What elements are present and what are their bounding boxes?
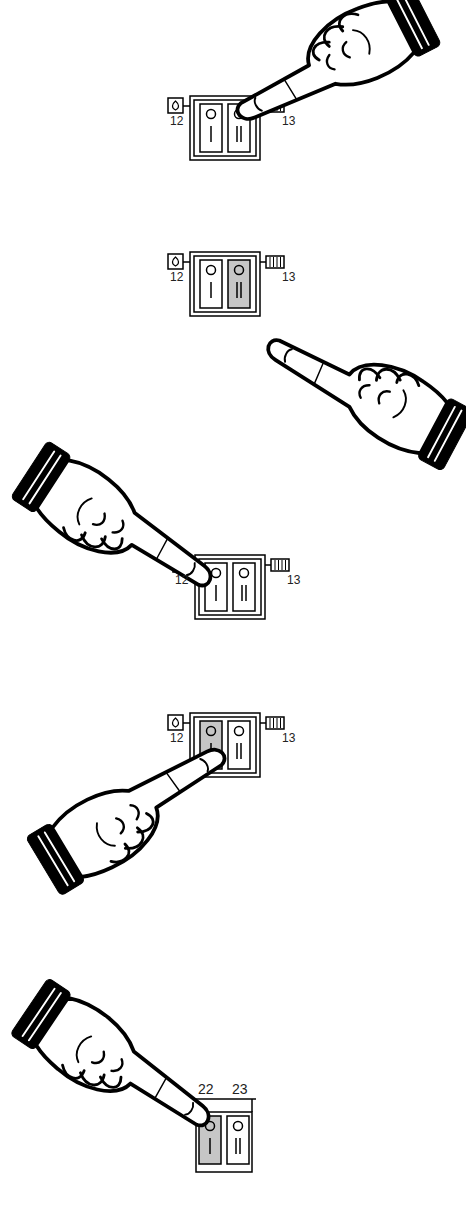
callout-number: 13 bbox=[282, 114, 295, 128]
callout-number: 12 bbox=[170, 731, 183, 745]
switch-panel bbox=[168, 252, 284, 316]
pointing-hand bbox=[25, 727, 244, 898]
pointing-hand bbox=[254, 309, 466, 472]
callout-number: 22 bbox=[198, 1081, 214, 1097]
callout-number: 13 bbox=[282, 731, 295, 745]
callout-number: 12 bbox=[170, 270, 183, 284]
callout-number: 12 bbox=[170, 114, 183, 128]
pointing-hand bbox=[9, 440, 226, 616]
callout-number: 13 bbox=[287, 573, 300, 587]
callout-number: 23 bbox=[232, 1081, 248, 1097]
pointing-hand bbox=[220, 0, 442, 142]
callout-number: 12 bbox=[175, 573, 188, 587]
pointing-hand bbox=[9, 977, 225, 1155]
callout-number: 13 bbox=[282, 270, 295, 284]
